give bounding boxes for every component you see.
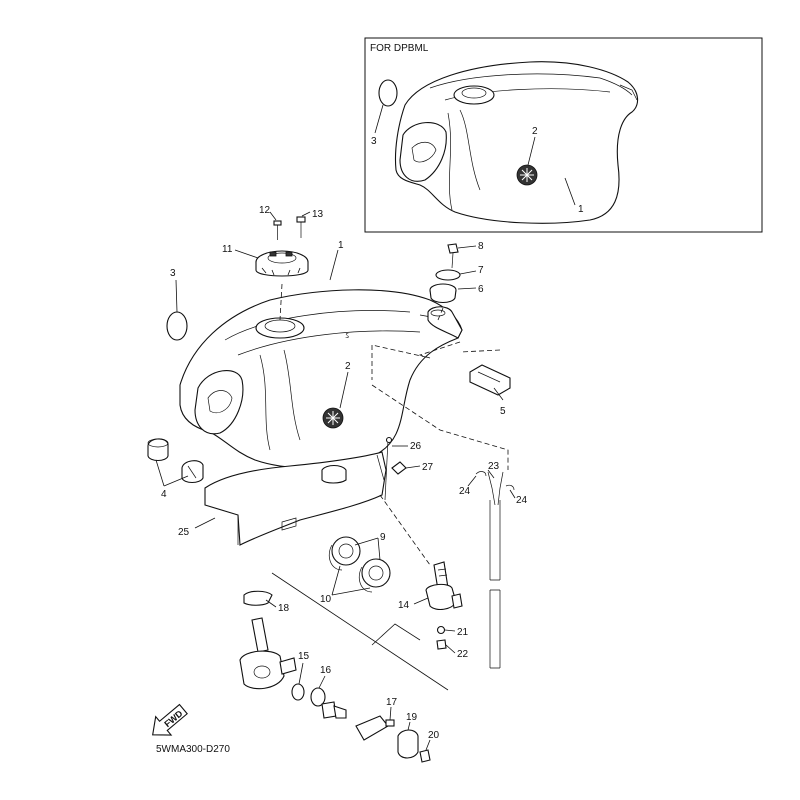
- callout-27: 27: [422, 462, 434, 473]
- svg-text:ઽ: ઽ: [345, 331, 349, 340]
- callout-23: 23: [488, 461, 500, 472]
- callout-2: 2: [345, 361, 351, 372]
- callout-25: 25: [178, 527, 190, 538]
- callout-inset-1: 1: [578, 204, 584, 215]
- fuel-cock: [425, 561, 463, 611]
- callout-4: 4: [161, 489, 167, 500]
- inset-fuel-tank: [394, 61, 639, 224]
- fuel-hose: [487, 471, 504, 669]
- callout-inset-2: 2: [532, 126, 538, 137]
- inset-panel: FOR DPBML 2 3 1: [364, 37, 763, 233]
- cap-bolt: [273, 220, 282, 240]
- tank-side-cover: [204, 451, 387, 546]
- tank-damper-rear: [181, 460, 204, 484]
- tank-bracket: [469, 364, 511, 396]
- strainer-gasket-2: [358, 558, 391, 593]
- cap-screw: [296, 216, 306, 238]
- fuel-filler-cap: [255, 250, 309, 277]
- fuel-cock-lower: [239, 590, 297, 690]
- diagram-code: 5WMA300-D270: [156, 744, 230, 755]
- callout-1: 1: [338, 240, 344, 251]
- callout-16: 16: [320, 665, 332, 676]
- hose-clip-right: [505, 484, 515, 491]
- hose-clip-left: [475, 471, 487, 477]
- callout-24-right: 24: [516, 495, 528, 506]
- callout-24-left: 24: [459, 486, 471, 497]
- tank-damper-front: [147, 438, 169, 462]
- knob-19: [397, 729, 419, 759]
- callout-17: 17: [386, 697, 398, 708]
- callout-6: 6: [478, 284, 484, 295]
- lever: [321, 701, 347, 719]
- mount-bolt: [447, 243, 459, 269]
- fuel-tank: ઽ: [179, 289, 463, 469]
- hose-clip-rod: [384, 439, 389, 501]
- callout-20: 20: [428, 730, 440, 741]
- strainer-gasket: [328, 536, 361, 571]
- callout-inset-3: 3: [371, 136, 377, 147]
- callout-26: 26: [410, 441, 422, 452]
- callout-14: 14: [398, 600, 410, 611]
- callout-9: 9: [380, 532, 386, 543]
- callout-22: 22: [457, 649, 469, 660]
- callout-21: 21: [457, 627, 469, 638]
- callout-10: 10: [320, 594, 332, 605]
- callout-3: 3: [170, 268, 176, 279]
- screw-20: [419, 749, 431, 763]
- inset-title: FOR DPBML: [370, 43, 429, 54]
- damper-ring: [166, 311, 188, 341]
- fwd-arrow-icon: FWD: [152, 703, 188, 736]
- clip: [391, 461, 407, 475]
- inset-damper-ring: [378, 79, 398, 107]
- callout-5: 5: [500, 406, 506, 417]
- o-ring-16: [310, 687, 326, 707]
- callout-13: 13: [312, 209, 324, 220]
- callout-12: 12: [259, 205, 271, 216]
- callout-11: 11: [222, 244, 233, 255]
- o-ring-15: [291, 683, 305, 701]
- washer-21: [436, 625, 446, 635]
- washer: [435, 269, 461, 281]
- screw-17: [385, 719, 395, 727]
- callout-15: 15: [298, 651, 310, 662]
- callout-8: 8: [478, 241, 484, 252]
- callout-7: 7: [478, 265, 484, 276]
- damper: [429, 283, 457, 304]
- callout-18: 18: [278, 603, 290, 614]
- callout-19: 19: [406, 712, 418, 723]
- plate: [355, 715, 389, 741]
- screw-22: [436, 639, 447, 650]
